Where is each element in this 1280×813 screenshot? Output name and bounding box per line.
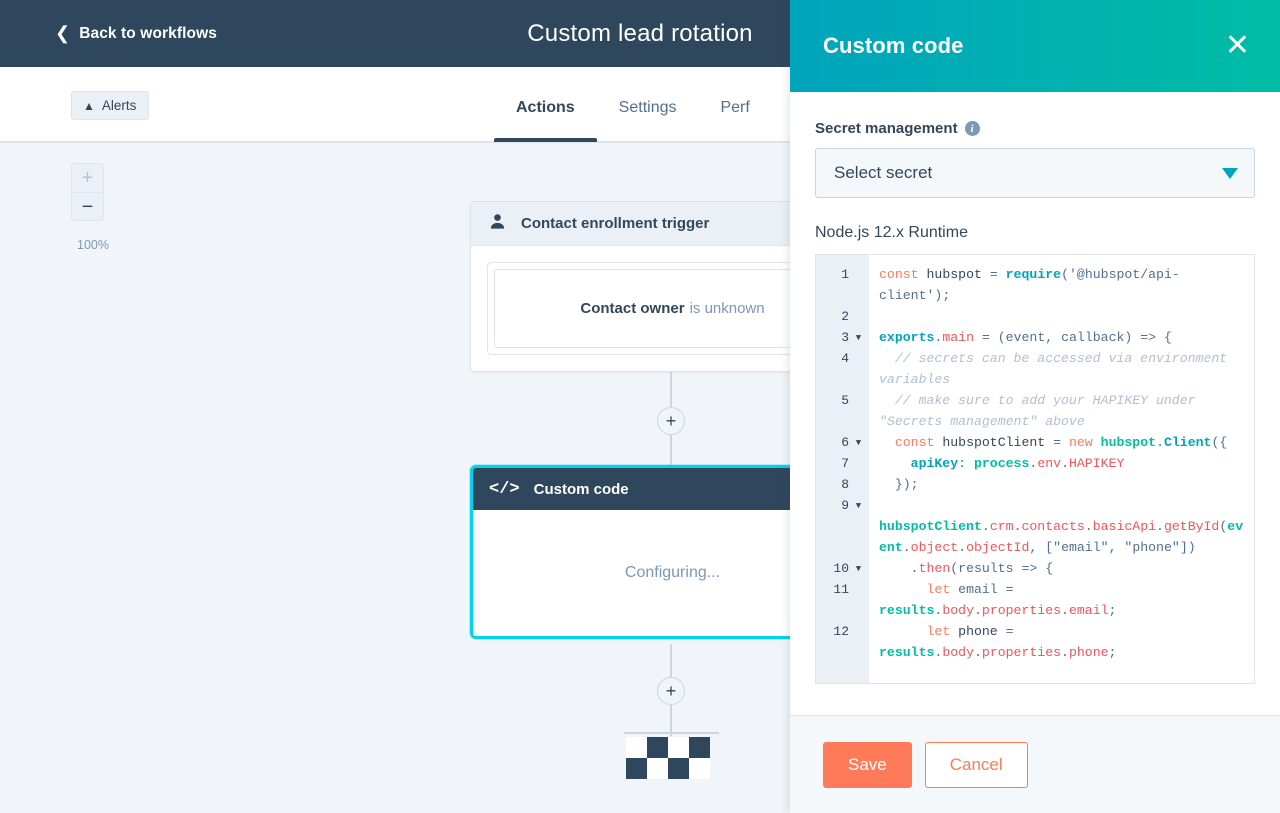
chevron-left-icon: ❮: [55, 24, 70, 42]
zoom-out-button[interactable]: −: [72, 192, 103, 220]
line-number-value: 1: [841, 267, 849, 282]
line-number: 2: [816, 306, 869, 327]
tab-settings[interactable]: Settings: [597, 67, 699, 142]
secret-management-label: Secret management: [815, 120, 958, 137]
line-number-value: 12: [833, 624, 849, 639]
workflow-end-bar: [624, 732, 719, 734]
add-step-button-top[interactable]: +: [657, 407, 685, 435]
fold-arrow-icon: ▼: [854, 564, 863, 574]
workflow-tabs: Actions Settings Perf: [494, 67, 772, 142]
line-number-value: 10: [833, 561, 849, 576]
criteria-condition: is unknown: [690, 300, 765, 317]
zoom-in-button[interactable]: +: [72, 164, 103, 192]
line-number: [816, 516, 869, 537]
back-to-workflows-link[interactable]: ❮ Back to workflows: [55, 25, 217, 43]
custom-code-node-title: Custom code: [534, 481, 629, 498]
line-number: 11: [816, 579, 869, 600]
close-x-icon[interactable]: ✕: [1221, 29, 1254, 63]
contact-person-icon: [488, 212, 507, 235]
panel-footer: Save Cancel: [790, 715, 1280, 813]
line-number-value: 9: [841, 498, 849, 513]
chevron-down-icon: [1222, 168, 1238, 179]
line-number: 12: [816, 621, 869, 642]
alerts-label: Alerts: [102, 98, 137, 113]
line-number-value: 5: [841, 393, 849, 408]
criteria-property: Contact owner: [580, 300, 684, 317]
fold-arrow-icon: ▼: [854, 333, 863, 343]
line-number: [816, 537, 869, 558]
line-number: 6▼: [816, 432, 869, 453]
secret-management-label-row: Secret management i: [815, 120, 1255, 137]
line-number: [816, 600, 869, 621]
code-editor-text[interactable]: const hubspot = require('@hubspot/api-cl…: [869, 255, 1254, 683]
line-number-value: 3: [841, 330, 849, 345]
save-button[interactable]: Save: [823, 742, 912, 788]
panel-title: Custom code: [823, 33, 963, 59]
line-number: 1: [816, 264, 869, 285]
connector-line-bottom: [670, 644, 672, 678]
line-number: [816, 411, 869, 432]
code-editor-gutter: 1 2 3▼ 4 5 6▼ 7 8 9▼ 10▼ 11: [816, 255, 869, 683]
custom-code-panel: Custom code ✕ Secret management i Select…: [790, 0, 1280, 813]
line-number: 9▼: [816, 495, 869, 516]
code-brackets-icon: </>: [489, 480, 520, 499]
secret-select[interactable]: Select secret: [815, 148, 1255, 198]
line-number: 7: [816, 453, 869, 474]
line-number-value: 8: [841, 477, 849, 492]
line-number-value: 6: [841, 435, 849, 450]
connector-line-top-lower: [670, 435, 672, 465]
cancel-button[interactable]: Cancel: [925, 742, 1028, 788]
zoom-controls: + −: [71, 163, 104, 221]
line-number-value: 7: [841, 456, 849, 471]
runtime-label: Node.js 12.x Runtime: [815, 224, 1255, 242]
line-number-value: 2: [841, 309, 849, 324]
warning-triangle-icon: ▲: [83, 100, 95, 112]
secret-select-value: Select secret: [834, 163, 932, 183]
tab-performance[interactable]: Perf: [698, 67, 771, 142]
fold-arrow-icon: ▼: [854, 501, 863, 511]
alerts-button[interactable]: ▲ Alerts: [71, 91, 149, 120]
line-number: 10 ▼: [816, 558, 869, 579]
fold-arrow-icon: ▼: [854, 438, 863, 448]
code-editor[interactable]: 1 2 3▼ 4 5 6▼ 7 8 9▼ 10▼ 11: [815, 254, 1255, 684]
line-number: 4: [816, 348, 869, 369]
line-number-value: 11: [833, 582, 849, 597]
back-to-workflows-label: Back to workflows: [79, 25, 217, 43]
line-number: 8: [816, 474, 869, 495]
line-number: [816, 369, 869, 390]
line-number-value: 4: [841, 351, 849, 366]
line-number: [816, 285, 869, 306]
tab-actions[interactable]: Actions: [494, 67, 597, 142]
trigger-node-title: Contact enrollment trigger: [521, 215, 709, 232]
line-number: 5: [816, 390, 869, 411]
add-step-button-bottom[interactable]: +: [657, 677, 685, 705]
panel-body: Secret management i Select secret Node.j…: [790, 92, 1280, 715]
zoom-level-label: 100%: [71, 238, 115, 252]
line-number: 3▼: [816, 327, 869, 348]
checkered-flag-icon: [626, 737, 710, 779]
panel-header: Custom code ✕: [790, 0, 1280, 92]
info-icon[interactable]: i: [965, 121, 980, 136]
